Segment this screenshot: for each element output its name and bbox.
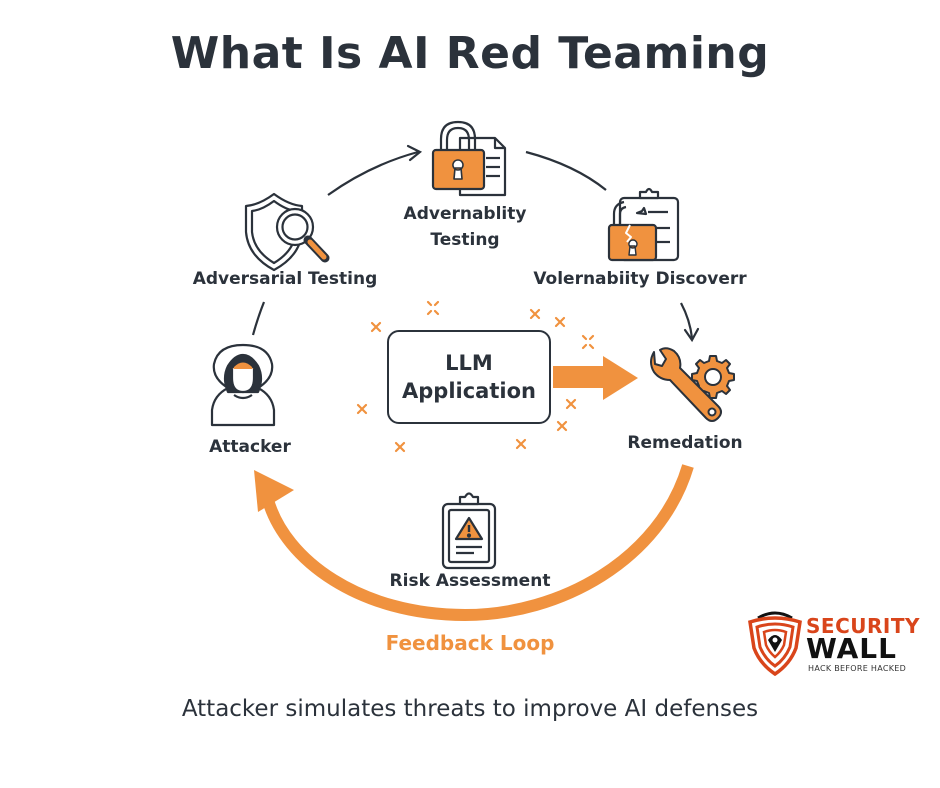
x-mark <box>554 316 566 328</box>
threat-marks <box>356 300 595 453</box>
connector-adversarial-advernablity <box>327 150 419 196</box>
x-mark <box>394 441 406 453</box>
connector-advernablity-volernability <box>525 150 607 191</box>
x-mark <box>529 308 541 320</box>
volernability-discovery-label: Volernabiity Discoverr <box>533 269 747 289</box>
feedback-loop-label: Feedback Loop <box>385 631 555 655</box>
shield-magnifier-icon <box>244 192 330 272</box>
llm-application-box: LLM Application <box>387 330 551 424</box>
logo-text-wall: WALL <box>806 632 897 665</box>
warning-clipboard-icon <box>441 492 497 570</box>
padlock-document-icon <box>431 120 507 197</box>
llm-to-remediation-arrow <box>553 356 638 400</box>
arrowhead-advernablity <box>406 144 423 162</box>
sparkle-mark <box>426 300 440 316</box>
wrench-gear-icon <box>650 347 735 422</box>
feedback-loop-arrowhead <box>254 470 294 512</box>
hooded-attacker-icon <box>210 343 276 427</box>
x-mark <box>565 398 577 410</box>
x-mark <box>370 321 382 333</box>
arrowhead-remediation <box>683 327 700 343</box>
advernablity-testing-label-line1: Advernablity <box>403 204 527 224</box>
caption: Attacker simulates threats to improve AI… <box>181 696 759 722</box>
security-wall-logo: SECURITY WALL HACK BEFORE HACKED <box>746 610 919 676</box>
broken-lock-clipboard-icon <box>607 187 680 262</box>
connector-attacker-adversarial <box>251 301 266 336</box>
feedback-loop-arc <box>262 464 694 622</box>
llm-application-line2: Application <box>402 379 536 403</box>
risk-assessment-label: Risk Assessment <box>389 571 551 591</box>
adversarial-testing-label: Adversarial Testing <box>192 269 378 289</box>
advernablity-testing-label-line2: Testing <box>430 230 500 250</box>
x-mark <box>356 403 368 415</box>
remediation-label: Remedation <box>627 433 743 453</box>
x-mark <box>515 438 527 450</box>
connector-volernability-remediation <box>680 302 694 339</box>
page-title: What Is AI Red Teaming <box>170 28 770 79</box>
logo-text-security: SECURITY <box>806 614 920 638</box>
attacker-label: Attacker <box>209 437 291 457</box>
sparkle-mark <box>581 334 595 350</box>
logo-tagline: HACK BEFORE HACKED <box>808 664 907 673</box>
llm-application-line1: LLM <box>445 351 493 375</box>
shield-logo-icon <box>748 611 802 676</box>
x-mark <box>556 420 568 432</box>
